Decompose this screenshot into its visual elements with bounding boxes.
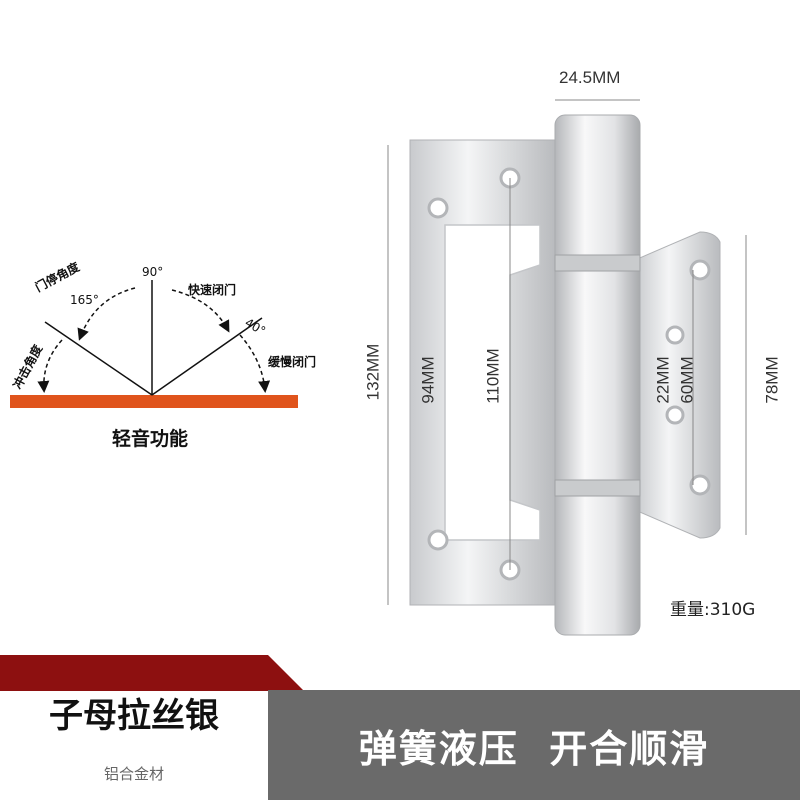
angle-165-label: 165° bbox=[70, 293, 99, 307]
impact-angle-label: 冲击角度 bbox=[9, 341, 45, 391]
material-label: 铝合金材 bbox=[103, 765, 164, 783]
dim-22: 22MM bbox=[653, 356, 673, 404]
banner-left bbox=[0, 655, 268, 800]
right-leaf bbox=[634, 231, 721, 539]
hole bbox=[665, 325, 685, 345]
hole bbox=[427, 529, 449, 551]
slow-close-label: 缓慢闭门 bbox=[268, 354, 316, 369]
slogan: 弹簧液压 开合顺滑 bbox=[358, 727, 710, 771]
line-40 bbox=[151, 317, 263, 396]
arc-165 bbox=[77, 287, 136, 341]
dim-94: 94MM bbox=[418, 356, 438, 404]
dim-78: 78MM bbox=[762, 356, 782, 404]
hinge-illustration bbox=[387, 99, 747, 636]
line-165 bbox=[44, 321, 153, 396]
hole bbox=[689, 259, 711, 281]
function-label: 轻音功能 bbox=[111, 428, 188, 450]
arc-fast bbox=[171, 289, 230, 333]
barrel-ring-top bbox=[554, 254, 641, 272]
banner-right bbox=[268, 690, 800, 800]
dim-110: 110MM bbox=[483, 348, 503, 404]
barrel-ring-bottom bbox=[554, 479, 641, 497]
angle-40-label: 40° bbox=[243, 315, 268, 338]
dim-60: 60MM bbox=[677, 356, 697, 404]
dim-132: 132MM bbox=[363, 343, 383, 401]
arc-slow bbox=[239, 334, 271, 393]
hole bbox=[689, 474, 711, 496]
weight-label: 重量:310G bbox=[670, 600, 756, 620]
hole bbox=[427, 197, 449, 219]
hole bbox=[665, 405, 685, 425]
fast-close-label: 快速闭门 bbox=[188, 282, 236, 297]
product-name: 子母拉丝银 bbox=[49, 696, 219, 736]
angle-90-label: 90° bbox=[142, 265, 163, 279]
arc-impact bbox=[37, 339, 63, 393]
hinge-barrel bbox=[554, 114, 641, 636]
angle-diagram: 90° 165° 40° 门停角度 冲击角度 快速闭门 缓慢闭门 bbox=[9, 258, 316, 408]
door-stop-angle-label: 门停角度 bbox=[32, 258, 82, 294]
banner-red-corner bbox=[268, 655, 304, 691]
banner-red-strip bbox=[0, 655, 268, 691]
dim-top-width: 24.5MM bbox=[559, 68, 621, 87]
floor-bar bbox=[10, 395, 298, 408]
